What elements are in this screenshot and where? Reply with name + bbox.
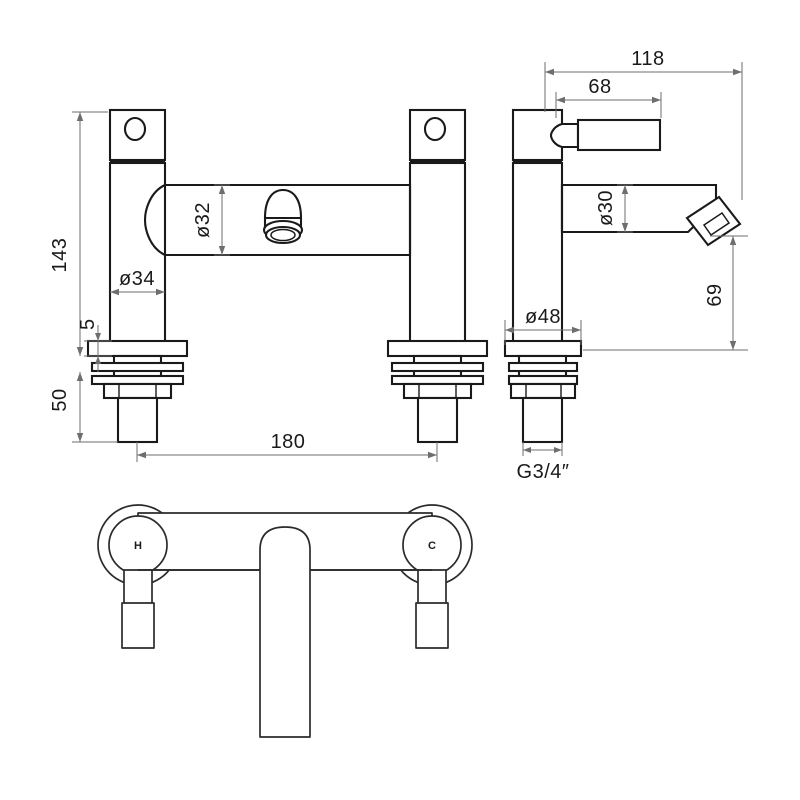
side-lever-grip [576, 118, 662, 152]
dim-thickness-5: 5 [77, 318, 112, 372]
dim-118-arrow-left [545, 68, 554, 76]
right-handle-band [410, 159, 465, 163]
side-deck-flange [503, 339, 583, 358]
dim-50-arrow-bottom [76, 433, 84, 442]
dim-30-arrow-bottom [621, 223, 629, 232]
plan-hot-lever-root [123, 569, 153, 606]
side-threaded-tail [521, 396, 564, 444]
plan-center-spout [259, 526, 311, 738]
dim-143-arrow-bottom [76, 347, 84, 356]
dim-g34-label: G3/4″ [517, 461, 570, 483]
right-handle-hole-icon [423, 116, 447, 142]
dim-143-label: 143 [49, 238, 71, 273]
dim-68-arrow-right [652, 96, 661, 104]
front-elevation-view: 143 50 5 ø34 [49, 108, 489, 462]
dim-g34-arrow-right [554, 447, 562, 453]
right-pillar-column [408, 161, 467, 345]
dim-48-label: ø48 [525, 306, 561, 328]
plan-cold-lever-grip [415, 602, 449, 649]
left-deck-flange [86, 339, 189, 358]
dim-dia-48: ø48 [504, 306, 582, 345]
side-lever-root [549, 122, 580, 149]
dim-dia-30: ø30 [595, 184, 633, 233]
dim-reach-68: 68 [555, 76, 662, 118]
plan-cold-lever-root [417, 569, 447, 606]
dim-143-arrow-top [76, 112, 84, 121]
left-handle-band [110, 159, 165, 163]
plan-view: H C [97, 504, 473, 738]
left-lock-nut [102, 382, 173, 400]
left-washer-upper [90, 361, 185, 373]
dim-32-arrow-bottom [218, 246, 226, 255]
right-washer-lower [390, 374, 485, 386]
dim-69-label: 69 [704, 283, 726, 306]
dim-reach-118: 118 [544, 48, 743, 200]
dim-48-arrow-left [505, 326, 514, 334]
dim-32-label: ø32 [192, 202, 214, 238]
dim-thread-g34: G3/4″ [517, 442, 570, 483]
dim-48-arrow-right [572, 326, 581, 334]
left-washer-lower [90, 374, 185, 386]
left-handle-hole-icon [123, 116, 147, 142]
dim-68-arrow-left [556, 96, 565, 104]
dim-50-arrow-top [76, 372, 84, 381]
dim-69-arrow-top [729, 236, 737, 245]
dim-180-arrow-left [137, 451, 146, 459]
right-lock-nut [402, 382, 473, 400]
side-pillar-column [511, 161, 564, 345]
dim-69-arrow-bottom [729, 341, 737, 350]
dim-34-label: ø34 [119, 268, 155, 290]
dim-180-arrow-right [428, 451, 437, 459]
plan-cold-label: C [428, 540, 436, 552]
central-outlet [262, 188, 304, 245]
dim-5-arrow-top [95, 333, 101, 341]
dim-g34-arrow-left [523, 447, 531, 453]
dim-height-50: 50 [49, 372, 118, 443]
right-deck-flange [386, 339, 489, 358]
dim-30-label: ø30 [595, 190, 617, 226]
dim-height-69: 69 [583, 235, 748, 351]
dim-5-arrow-bottom [95, 356, 101, 364]
dim-dia-32: ø32 [192, 184, 230, 256]
dim-118-label: 118 [631, 48, 664, 70]
plan-hot-label: H [134, 540, 142, 552]
dim-180-label: 180 [271, 431, 306, 453]
dim-5-label: 5 [77, 318, 99, 330]
dim-68-label: 68 [588, 76, 611, 98]
dim-dia-34: ø34 [110, 268, 165, 296]
side-washer-upper [507, 361, 579, 373]
right-pillar-assembly [386, 108, 489, 444]
side-handle-band [513, 159, 562, 163]
outlet-aperture [270, 228, 296, 242]
dim-34-arrow-left [110, 288, 119, 296]
dim-30-arrow-top [621, 185, 629, 194]
side-elevation-view: 118 68 ø30 69 [503, 48, 748, 483]
right-washer-upper [390, 361, 485, 373]
dim-34-arrow-right [156, 288, 165, 296]
left-threaded-tail [116, 396, 159, 444]
dim-50-label: 50 [49, 388, 71, 411]
side-lock-nut [509, 382, 577, 400]
side-aerator-face [702, 211, 731, 237]
plan-hot-lever-grip [121, 602, 155, 649]
dim-height-143: 143 [49, 111, 108, 356]
dim-118-arrow-right [733, 68, 742, 76]
right-threaded-tail [416, 396, 459, 444]
side-washer-lower [507, 374, 579, 386]
dim-centres-180: 180 [136, 431, 438, 462]
dim-32-arrow-top [218, 185, 226, 194]
